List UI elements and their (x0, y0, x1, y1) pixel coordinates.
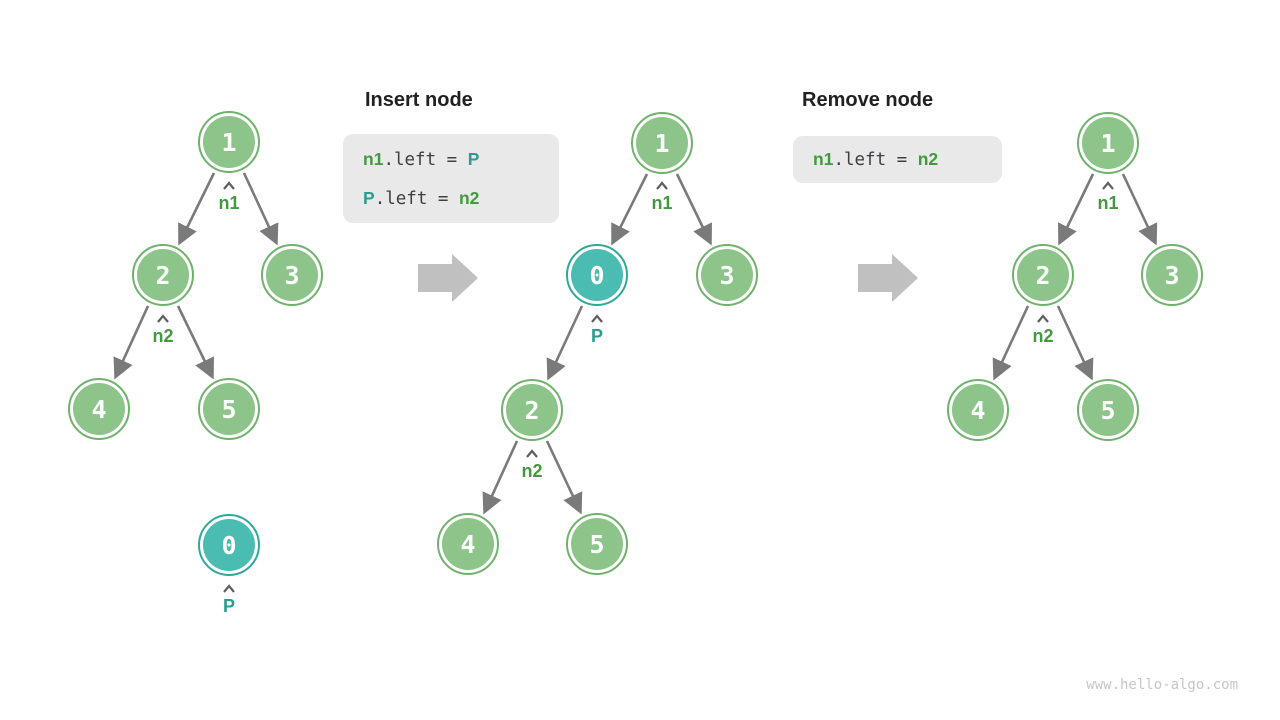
remove-code-box: n1.left = n2 (793, 136, 1002, 183)
pointer-label-n2: n2 (1021, 314, 1065, 345)
tree-node: 3 (261, 244, 323, 306)
node-value: 0 (203, 519, 255, 571)
pointer-label-n1: n1 (1086, 181, 1130, 212)
tree-node: 4 (68, 378, 130, 440)
code-token-op: .left = (833, 150, 918, 170)
node-value: 4 (952, 384, 1004, 436)
tree-node-inserted-p: 0 (566, 244, 628, 306)
insert-panel-title: Insert node (365, 89, 473, 111)
remove-panel-title: Remove node (802, 89, 934, 111)
pointer-label-text: n2 (152, 326, 174, 346)
code-token-var: n1 (813, 149, 834, 169)
pointer-label-text: n1 (218, 193, 240, 213)
transition-arrow-icon (418, 254, 478, 302)
node-value: 4 (73, 383, 125, 435)
tree-node: 4 (947, 379, 1009, 441)
caret-up-icon (1037, 314, 1049, 323)
node-value: 2 (506, 384, 558, 436)
node-value: 5 (203, 383, 255, 435)
tree-node: 5 (198, 378, 260, 440)
pointer-label-text: n1 (1097, 193, 1119, 213)
insert-code-box: n1.left = P P.left = n2 (343, 134, 559, 223)
node-value: 3 (1146, 249, 1198, 301)
tree-node: 3 (1141, 244, 1203, 306)
tree-node: 1 (198, 111, 260, 173)
code-token-var: n2 (458, 187, 480, 208)
pointer-label-p: P (575, 314, 619, 345)
watermark: www.hello-algo.com (1086, 677, 1238, 693)
transition-arrow-icon (858, 254, 918, 302)
node-value: 0 (571, 249, 623, 301)
code-line: n1.left = P (363, 140, 539, 179)
node-value: 2 (137, 249, 189, 301)
tree-node: 3 (696, 244, 758, 306)
node-value: 1 (1082, 117, 1134, 169)
tree-node: 1 (631, 112, 693, 174)
pointer-label-text: P (222, 596, 235, 616)
caret-up-icon (656, 181, 668, 190)
tree-node: 4 (437, 513, 499, 575)
pointer-label-text: n2 (521, 461, 543, 481)
caret-up-icon (157, 314, 169, 323)
pointer-label-n1: n1 (640, 181, 684, 212)
code-line: n1.left = n2 (813, 140, 982, 179)
code-token-var: P (363, 187, 375, 208)
node-value: 4 (442, 518, 494, 570)
pointer-label-text: n2 (1032, 326, 1054, 346)
caret-up-icon (526, 449, 538, 458)
pointer-label-n1: n1 (207, 181, 251, 212)
code-token-op: .left = (374, 188, 459, 209)
code-token-op: .left = (383, 149, 468, 170)
pointer-label-text: P (590, 326, 603, 346)
pointer-label-n2: n2 (141, 314, 185, 345)
pending-node-p: 0 (198, 514, 260, 576)
node-value: 1 (203, 116, 255, 168)
caret-up-icon (1102, 181, 1114, 190)
node-value: 1 (636, 117, 688, 169)
code-token-var: n1 (363, 148, 384, 169)
node-value: 3 (266, 249, 318, 301)
tree-node: 5 (566, 513, 628, 575)
node-value: 5 (571, 518, 623, 570)
pointer-label-text: n1 (651, 193, 673, 213)
pointer-label-p: P (207, 584, 251, 615)
code-line: P.left = n2 (363, 179, 539, 218)
node-value: 3 (701, 249, 753, 301)
code-token-var: n2 (917, 149, 939, 169)
node-value: 2 (1017, 249, 1069, 301)
node-value: 5 (1082, 384, 1134, 436)
caret-up-icon (223, 181, 235, 190)
tree-node: 2 (501, 379, 563, 441)
tree-node: 1 (1077, 112, 1139, 174)
tree-node: 2 (1012, 244, 1074, 306)
tree-node: 2 (132, 244, 194, 306)
caret-up-icon (223, 584, 235, 593)
pointer-label-n2: n2 (510, 449, 554, 480)
code-token-var: P (467, 148, 480, 169)
caret-up-icon (591, 314, 603, 323)
tree-node: 5 (1077, 379, 1139, 441)
